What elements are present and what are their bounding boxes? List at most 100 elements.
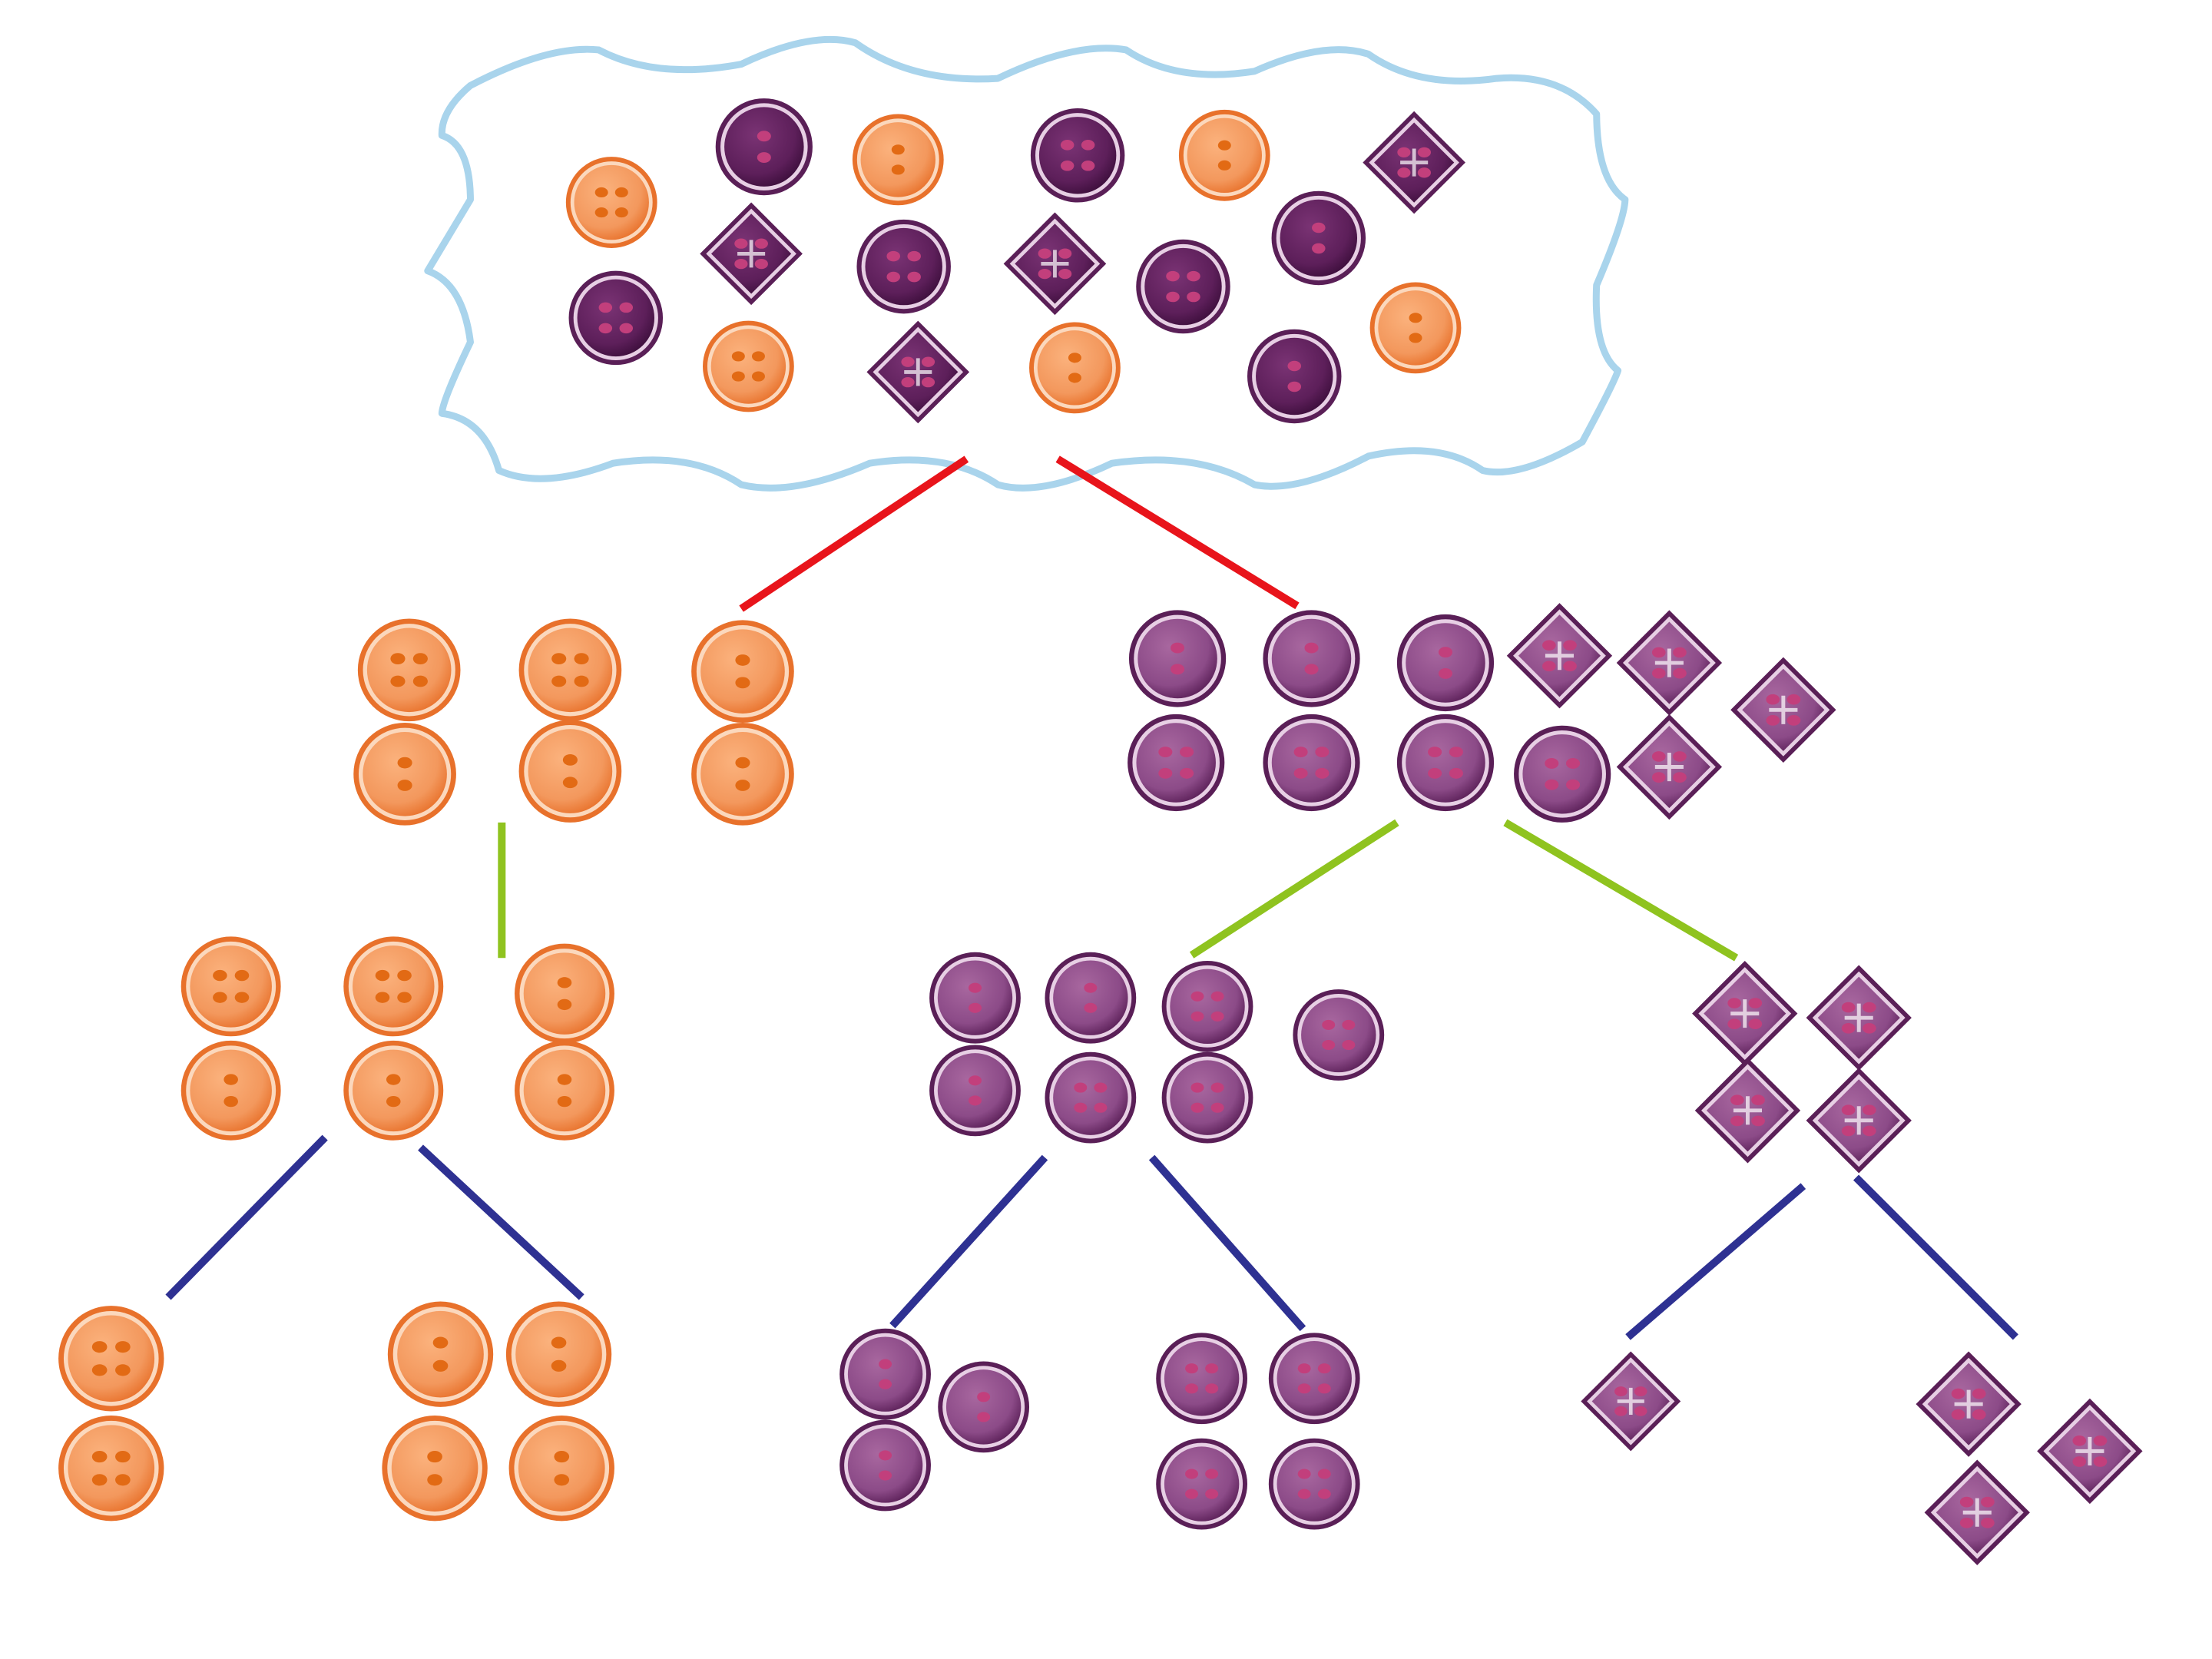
button-hole — [1297, 1488, 1311, 1499]
button-face — [1164, 1341, 1240, 1416]
connector-line-11 — [1853, 1174, 2018, 1340]
connector-line-6 — [165, 1134, 328, 1300]
button-hole — [619, 302, 634, 313]
button-hole — [554, 1450, 570, 1463]
button-hole — [224, 1095, 238, 1108]
purple-square-button — [1003, 212, 1107, 316]
button-hole — [1614, 1386, 1628, 1397]
button-hole — [754, 258, 768, 270]
purple-square-button — [1616, 610, 1723, 716]
button-hole — [1972, 1409, 1986, 1420]
button-face — [1037, 330, 1113, 406]
button-hole — [1293, 747, 1308, 758]
button-hole — [1190, 1011, 1204, 1022]
button-layer — [58, 98, 2143, 1565]
button-hole — [1217, 140, 1231, 151]
orange-round-button — [343, 1040, 444, 1141]
orange-round-button — [58, 1306, 164, 1412]
button-face — [190, 1049, 272, 1132]
purple-round-button — [1128, 610, 1227, 707]
button-thread — [1962, 1498, 1992, 1527]
button-hole — [594, 207, 608, 218]
button-hole — [1409, 313, 1422, 323]
button-hole — [1094, 1082, 1108, 1093]
button-hole — [1428, 767, 1442, 779]
button-thread — [1654, 648, 1684, 677]
button-hole — [1297, 1363, 1311, 1374]
button-thread — [2075, 1436, 2104, 1465]
button-hole — [1297, 1383, 1311, 1394]
button-hole — [375, 992, 390, 1003]
button-face — [363, 732, 447, 816]
orange-round-button — [357, 618, 461, 722]
button-hole — [234, 969, 250, 982]
purple-round-button — [1293, 989, 1385, 1081]
button-hole — [234, 992, 250, 1003]
button-hole — [907, 271, 921, 283]
button-hole — [1058, 248, 1072, 259]
button-hole — [1317, 1383, 1331, 1394]
button-hole — [554, 1474, 570, 1486]
button-face — [391, 1425, 478, 1512]
orange-round-button — [703, 320, 794, 412]
purple-square-button — [1806, 965, 1912, 1071]
button-hole — [1730, 1094, 1744, 1106]
button-hole — [224, 1074, 238, 1085]
purple-round-button — [1045, 1051, 1137, 1144]
button-hole — [886, 250, 900, 262]
button-face — [68, 1425, 155, 1512]
button-hole — [754, 238, 768, 249]
button-face — [1164, 1446, 1240, 1522]
button-hole — [977, 1412, 991, 1422]
button-hole — [1438, 647, 1453, 658]
button-hole — [969, 1075, 982, 1086]
button-hole — [1438, 667, 1453, 679]
button-hole — [1094, 1102, 1108, 1113]
orange-round-button — [691, 620, 794, 723]
button-hole — [1217, 160, 1231, 171]
button-hole — [1210, 1011, 1224, 1022]
button-face — [1277, 1341, 1352, 1416]
purple-round-button — [715, 98, 813, 196]
orange-round-button — [515, 943, 614, 1044]
orange-round-button — [691, 722, 794, 826]
button-face — [860, 122, 935, 197]
button-hole — [1862, 1002, 1876, 1013]
button-hole — [1185, 1469, 1199, 1479]
button-hole — [1210, 1102, 1224, 1113]
button-face — [1170, 1060, 1245, 1135]
button-hole — [1158, 767, 1173, 779]
button-face — [1271, 618, 1352, 699]
purple-square-button — [1616, 714, 1723, 820]
purple-round-button — [1030, 108, 1125, 203]
button-hole — [1190, 1102, 1204, 1113]
button-hole — [1058, 268, 1072, 280]
purple-round-button — [1268, 1333, 1360, 1425]
button-hole — [397, 969, 412, 982]
button-hole — [574, 675, 589, 687]
button-face — [1406, 623, 1485, 703]
button-hole — [735, 757, 750, 769]
button-thread — [1733, 1096, 1762, 1125]
orange-round-button — [1369, 282, 1462, 374]
button-face — [1277, 1446, 1352, 1522]
purple-round-button — [1128, 714, 1225, 812]
button-face — [515, 1310, 602, 1398]
button-hole — [1981, 1517, 1995, 1528]
button-hole — [1038, 268, 1051, 280]
button-face — [1280, 199, 1358, 277]
button-hole — [432, 1359, 449, 1372]
button-hole — [1190, 991, 1204, 1002]
button-hole — [1651, 772, 1666, 783]
button-hole — [619, 323, 634, 334]
button-hole — [1068, 353, 1081, 363]
button-hole — [91, 1341, 108, 1353]
button-hole — [1287, 381, 1302, 392]
button-hole — [1651, 751, 1666, 762]
purple-square-button — [1924, 1459, 2030, 1565]
button-thread — [1654, 752, 1684, 782]
button-hole — [557, 977, 572, 988]
button-thread — [1041, 250, 1069, 278]
purple-round-button — [1161, 1051, 1253, 1144]
